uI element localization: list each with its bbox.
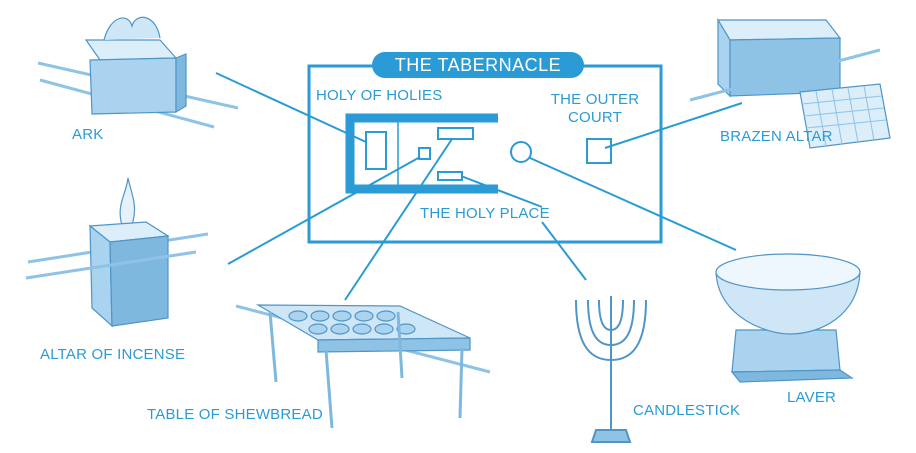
label-outer-court-line1: THE OUTER [550, 91, 640, 108]
brazen-altar-marker [586, 138, 612, 164]
diagram-title: THE TABERNACLE [372, 52, 584, 78]
incense-altar-marker [418, 147, 431, 160]
ark-marker [365, 131, 387, 170]
table-of-shewbread-illustration [235, 304, 491, 429]
label-ark: ARK [72, 126, 104, 143]
label-altar-of-incense: ALTAR OF INCENSE [40, 346, 186, 363]
ark-connector [215, 72, 367, 143]
tent-outline [345, 113, 498, 194]
label-outer-court: THE OUTER COURT [550, 91, 640, 127]
candlestick-illustration [575, 296, 647, 443]
label-brazen-altar: BRAZEN ALTAR [720, 128, 833, 145]
laver-illustration [715, 253, 861, 383]
label-holy-of-holies: HOLY OF HOLIES [316, 87, 443, 104]
laver-marker [510, 141, 532, 163]
candlestick-connector [541, 221, 587, 281]
shewbread-marker [437, 127, 474, 140]
label-outer-court-line2: COURT [567, 109, 623, 126]
brazen-altar-illustration [689, 17, 891, 149]
ark-illustration [37, 16, 239, 129]
shewbread-connector [344, 138, 453, 301]
candlestick-marker [437, 171, 463, 181]
label-candlestick: CANDLESTICK [633, 402, 741, 419]
holy-place-connector [460, 175, 543, 208]
label-laver: LAVER [787, 389, 837, 406]
incense-connector [227, 156, 421, 265]
label-holy-place: THE HOLY PLACE [420, 205, 550, 222]
altar-of-incense-illustration [25, 177, 209, 328]
brazen-altar-connector [604, 102, 743, 149]
laver-connector [529, 157, 737, 251]
label-table-of-shewbread: TABLE OF SHEWBREAD [147, 406, 323, 423]
